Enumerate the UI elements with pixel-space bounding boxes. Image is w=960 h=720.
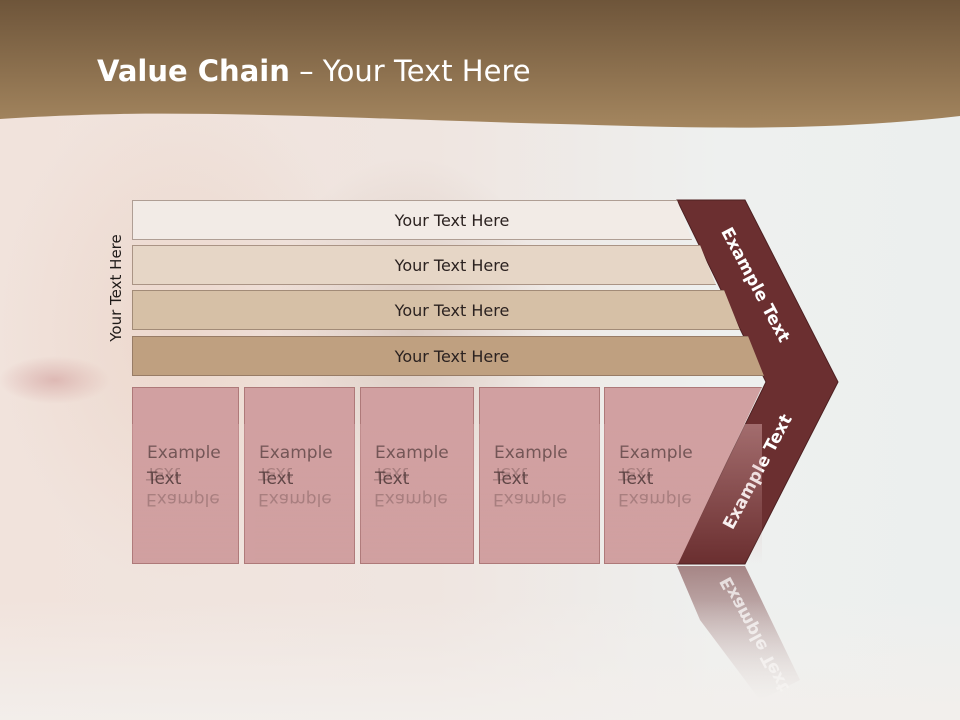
title-bold: Value Chain	[97, 54, 290, 88]
chain-bar-2-label: Your Text Here	[394, 255, 510, 275]
chain-bar-4-label: Your Text Here	[394, 346, 510, 366]
chain-bar-3: Your Text Here	[132, 290, 740, 330]
chain-bar-2: Your Text Here	[132, 245, 716, 285]
chain-bar-1: Your Text Here	[132, 200, 692, 240]
cell-4-line2: Text	[494, 469, 529, 489]
chain-bar-3-label: Your Text Here	[394, 300, 510, 320]
cell-3-line1: Example	[375, 443, 449, 463]
cell-3-line2: Text	[375, 469, 410, 489]
cell-1-line2: Text	[147, 469, 182, 489]
title-rest: – Your Text Here	[289, 54, 531, 88]
chain-bar-4: Your Text Here	[132, 336, 764, 376]
bottom-fade	[0, 600, 960, 720]
cell-1-line1: Example	[147, 443, 221, 463]
cell-2-line1: Example	[259, 443, 333, 463]
cell-2-line2: Text	[259, 469, 294, 489]
header-band	[0, 0, 960, 128]
cell-4-line1: Example	[494, 443, 568, 463]
chain-bar-1-label: Your Text Here	[394, 210, 510, 230]
page-title: Value Chain – Your Text Here	[97, 54, 531, 88]
